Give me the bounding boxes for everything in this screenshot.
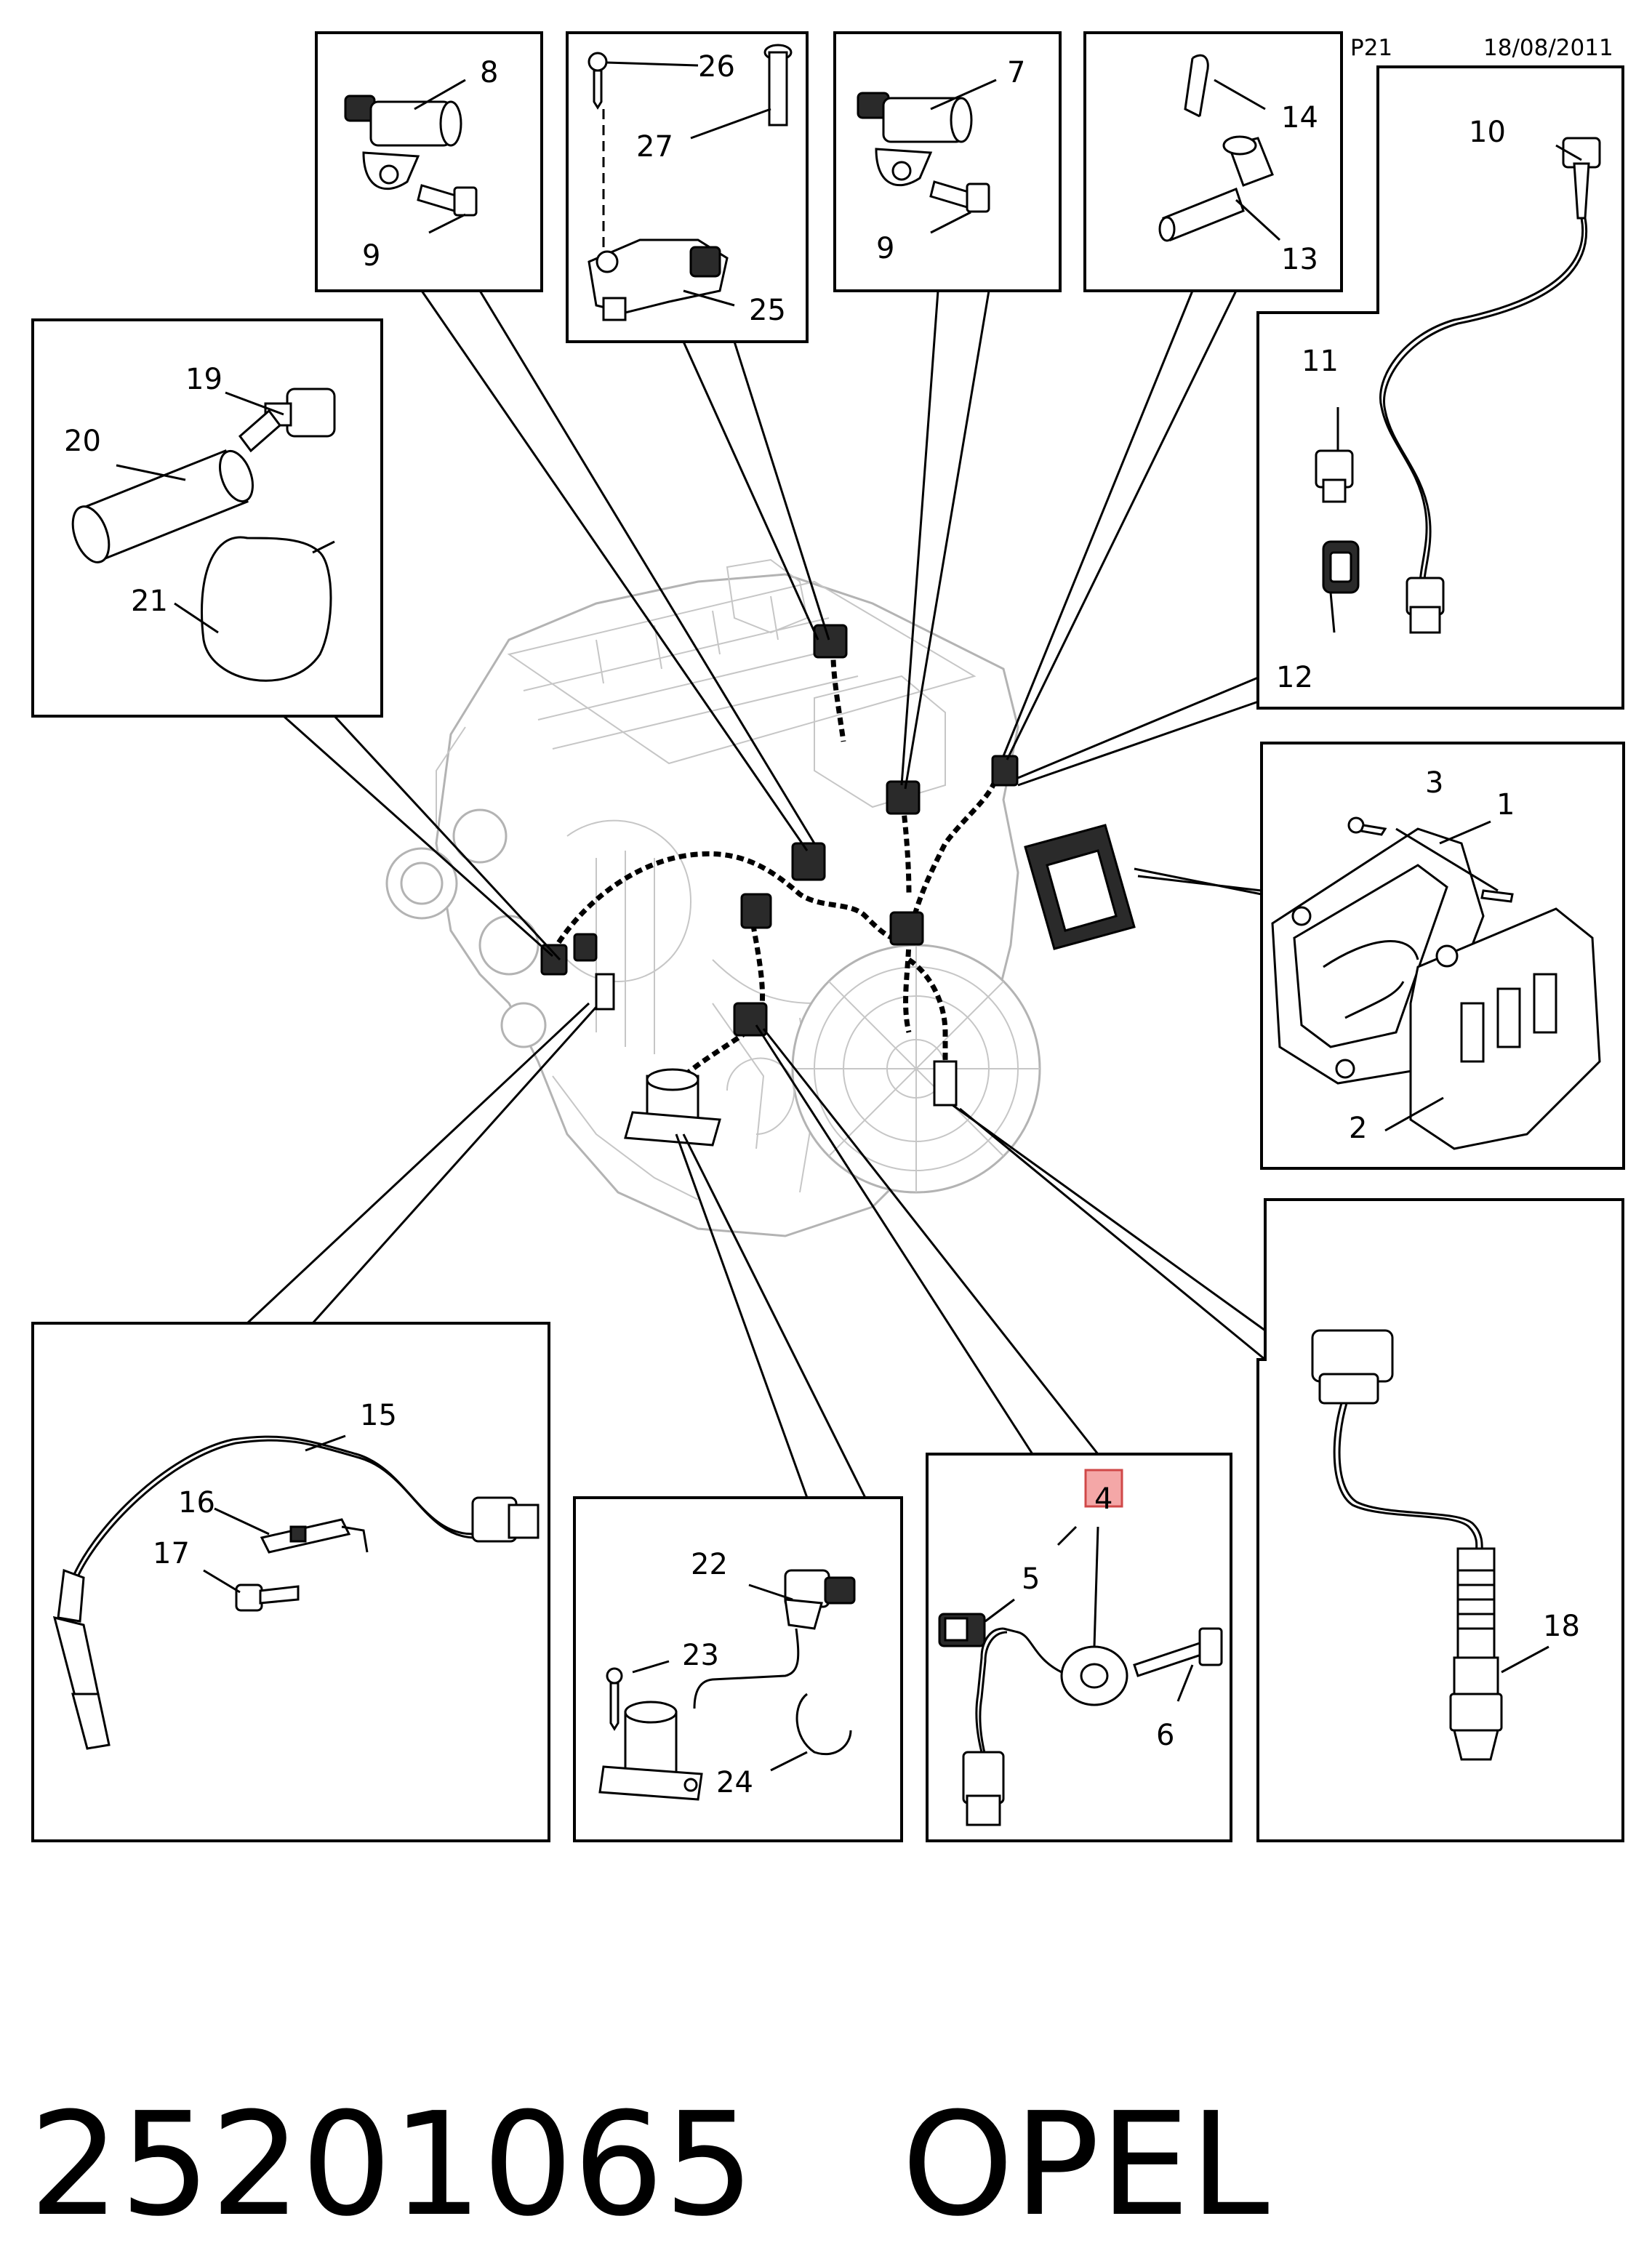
sensor-part-13: [1158, 135, 1274, 242]
bolt-part-27: [763, 44, 793, 127]
clip-part-24: [795, 1693, 852, 1756]
callout-2: 2: [1349, 1112, 1367, 1145]
engine-sensors: [540, 624, 1136, 1147]
callout-18: 18: [1543, 1610, 1580, 1643]
connector-part-5: [938, 1613, 986, 1647]
part-number: 25201065: [29, 2082, 755, 2248]
bolt-part-17: [235, 1583, 300, 1612]
clip-part-11: [1315, 449, 1354, 503]
box-temp-sensor-13: 14 13: [1083, 31, 1343, 292]
box-oil-pressure-switch-19: 19 20 21: [31, 318, 383, 718]
footer: 25201065 OPEL: [29, 2094, 1629, 2247]
bolt-part-6: [1133, 1627, 1223, 1677]
screw-part-26: [588, 52, 608, 110]
callout-19: 19: [185, 363, 222, 396]
callout-9b: 9: [876, 232, 894, 265]
callout-10: 10: [1469, 116, 1506, 149]
callout-14: 14: [1281, 101, 1318, 135]
cable-part-15: [71, 1435, 540, 1582]
screw-part-3: [1347, 816, 1387, 836]
sensor-part-7: [857, 92, 973, 186]
callout-6: 6: [1156, 1719, 1174, 1752]
callout-5: 5: [1022, 1562, 1040, 1596]
box-knock-sensor-4: 4 5 6: [926, 1453, 1232, 1842]
box-oxygen-sensor-10: 10 11 12: [1256, 65, 1624, 710]
callout-17: 17: [153, 1537, 190, 1570]
sensor-part-8: [344, 95, 462, 190]
seal-ring-part-21: [201, 536, 335, 682]
page-code: P21: [1350, 35, 1392, 61]
box-crank-sensor-8: 8 9: [315, 31, 543, 292]
bolt-part-9b: [929, 180, 990, 213]
sensor-part-18: [1311, 1329, 1503, 1761]
callout-22: 22: [691, 1548, 728, 1581]
callout-9a: 9: [362, 239, 380, 273]
callout-26: 26: [698, 50, 735, 84]
valve-part-22: [693, 1569, 856, 1709]
clip-part-14: [1184, 54, 1209, 118]
box-oxygen-sensor-18: 18: [1256, 1198, 1624, 1842]
screw-part-23: [606, 1667, 623, 1731]
callout-15: 15: [360, 1399, 397, 1432]
box-cam-sensor-7: 7 9: [833, 31, 1062, 292]
engine-illustration: [385, 558, 1041, 1237]
highlight-marker: [1084, 1469, 1123, 1508]
bracket-part-16: [260, 1518, 369, 1554]
switch-part-19: [238, 388, 336, 453]
callout-20: 20: [64, 425, 101, 458]
callout-25: 25: [749, 294, 786, 327]
cable-part-10: [1379, 137, 1601, 634]
callout-11: 11: [1302, 345, 1339, 378]
callout-13: 13: [1281, 243, 1318, 276]
callout-23: 23: [682, 1639, 719, 1672]
box-oxygen-sensor-15: 15 16 17: [31, 1322, 550, 1842]
probe-part-15: [52, 1568, 111, 1750]
box-control-module-1: 3 1 2: [1260, 742, 1625, 1170]
callout-3: 3: [1425, 766, 1443, 800]
box-solenoid-22: 22 23 24: [573, 1496, 903, 1842]
cover-part-20: [71, 449, 254, 563]
bolt-part-9a: [417, 184, 478, 217]
callout-12: 12: [1276, 661, 1313, 694]
connector-part-12: [1322, 540, 1360, 594]
callout-4: 4: [1094, 1482, 1112, 1516]
callout-7: 7: [1007, 56, 1025, 89]
solenoid-body-part-23: [598, 1701, 703, 1801]
callout-24: 24: [716, 1766, 753, 1799]
knock-sensor-part-4: [1003, 1627, 1128, 1706]
callout-16: 16: [178, 1486, 215, 1520]
diagram-date: 18/08/2011: [1483, 35, 1613, 61]
callout-1: 1: [1496, 788, 1515, 822]
bracket-part-2: [1409, 907, 1601, 1150]
callout-8: 8: [480, 56, 498, 89]
callout-27: 27: [636, 130, 673, 164]
box-map-sensor-25: 26 27 25: [566, 31, 809, 343]
brand-name: OPEL: [902, 2082, 1270, 2248]
cable-part-4: [962, 1627, 1008, 1826]
callout-21: 21: [131, 585, 168, 618]
leader-lines: [246, 290, 1270, 1498]
